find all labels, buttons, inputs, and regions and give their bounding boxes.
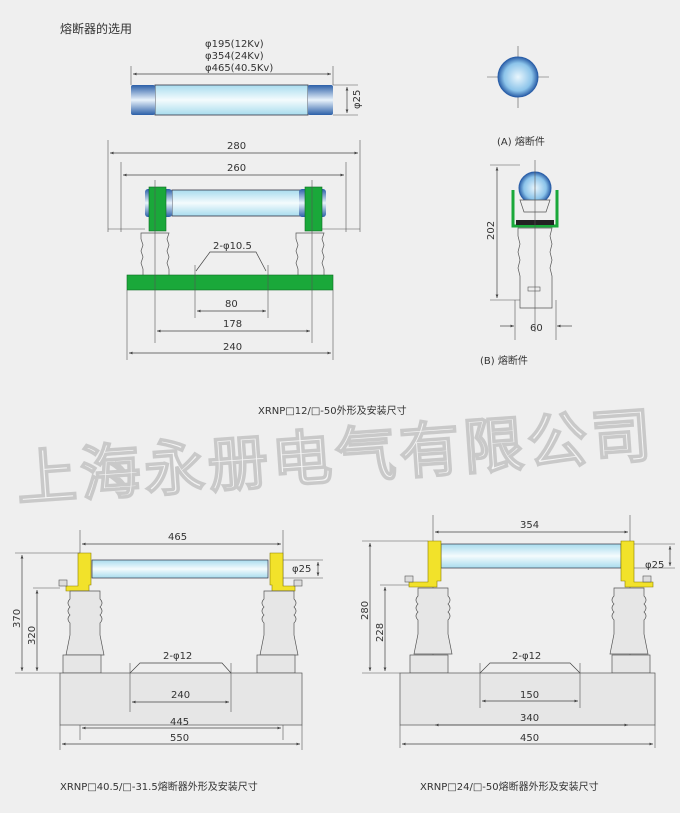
dim-260: 260 [227, 163, 246, 174]
dim-240: 240 [223, 342, 242, 353]
fuse-side-view-b: 202 60 (B) 熔断件 [480, 160, 572, 367]
dim-60: 60 [530, 323, 543, 334]
dim-phi25: φ25 [292, 564, 311, 575]
dim-320: 320 [27, 626, 38, 645]
caption-24kv: XRNP□24/□-50熔断器外形及安装尺寸 [420, 780, 599, 793]
dim-450: 450 [520, 733, 539, 744]
dim-240: 240 [171, 690, 190, 701]
length-40kv: φ465(40.5Kv) [205, 63, 273, 74]
dim-280: 280 [227, 141, 246, 152]
drawing-24kv: 354 280 228 φ25 2-φ12 150 340 450 XRNP□2… [360, 515, 675, 793]
drawing-12kv: 280 260 2-φ10.5 80 178 240 XRNP□12/□-50外… [107, 140, 407, 417]
watermark: 上海永册电气有限公司 [14, 400, 657, 514]
dim-80: 80 [225, 299, 238, 310]
dim-228: 228 [375, 623, 386, 642]
dim-550: 550 [170, 733, 189, 744]
dim-340: 340 [520, 713, 539, 724]
fuse-end-view: (A) 熔断件 [487, 46, 549, 148]
dim-202: 202 [486, 221, 497, 240]
dim-465: 465 [168, 532, 187, 543]
label-a: (A) 熔断件 [497, 135, 545, 148]
dim-phi25: φ25 [645, 560, 664, 571]
label-b: (B) 熔断件 [480, 354, 528, 367]
caption-12kv: XRNP□12/□-50外形及安装尺寸 [258, 404, 407, 417]
section-title: 熔断器的选用 [60, 21, 132, 36]
dim-holes: 2-φ12 [512, 651, 541, 662]
dim-holes: 2-φ12 [163, 651, 192, 662]
diameter-label: φ25 [352, 90, 363, 109]
dim-354: 354 [520, 520, 539, 531]
dim-holes: 2-φ10.5 [213, 241, 252, 252]
length-12kv: φ195(12Kv) [205, 39, 264, 50]
length-24kv: φ354(24Kv) [205, 51, 264, 62]
dim-370: 370 [12, 609, 23, 628]
drawing-40kv: 465 370 320 φ25 2-φ12 240 445 550 XRNP□4… [12, 530, 323, 793]
dim-178: 178 [223, 319, 242, 330]
dim-445: 445 [170, 717, 189, 728]
fuse-element-side-view: φ195(12Kv) φ354(24Kv) φ465(40.5Kv) φ25 [130, 39, 363, 116]
caption-40kv: XRNP□40.5/□-31.5熔断器外形及安装尺寸 [60, 780, 258, 793]
dim-150: 150 [520, 690, 539, 701]
dim-280: 280 [360, 601, 371, 620]
